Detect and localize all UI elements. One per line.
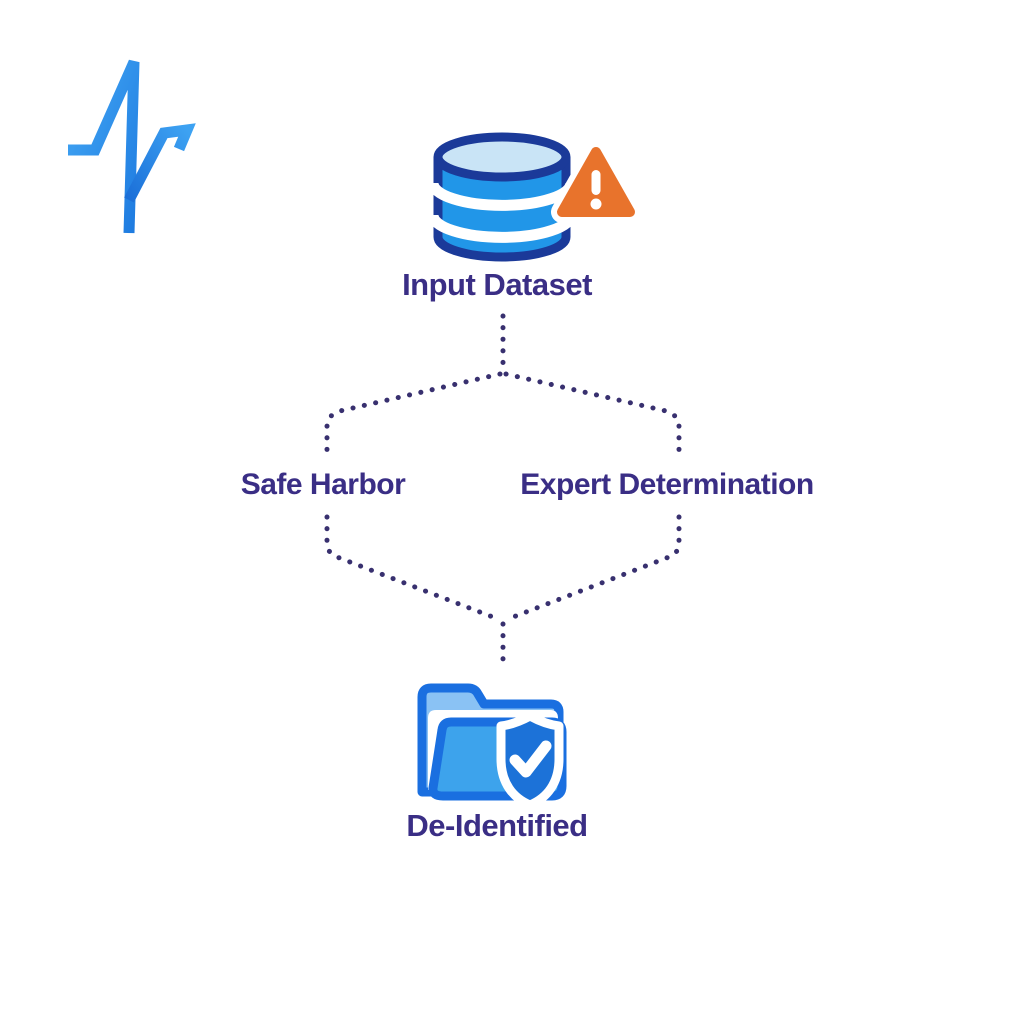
connector-left-lower bbox=[324, 514, 501, 622]
folder-shield-icon bbox=[410, 672, 585, 814]
connector-right-lower bbox=[505, 514, 682, 622]
database-icon bbox=[425, 115, 585, 265]
de-identified-label: De-Identified bbox=[406, 808, 588, 843]
connector-left-upper bbox=[324, 371, 503, 457]
shield-checkmark bbox=[509, 740, 552, 778]
input-dataset-label: Input Dataset bbox=[402, 267, 592, 302]
safe-harbor-label: Safe Harbor bbox=[230, 468, 416, 502]
expert-determination-label: Expert Determination bbox=[510, 468, 824, 502]
pulse-logo-icon bbox=[63, 53, 198, 243]
warning-triangle-icon bbox=[548, 138, 648, 233]
connector-right-upper bbox=[503, 371, 682, 457]
